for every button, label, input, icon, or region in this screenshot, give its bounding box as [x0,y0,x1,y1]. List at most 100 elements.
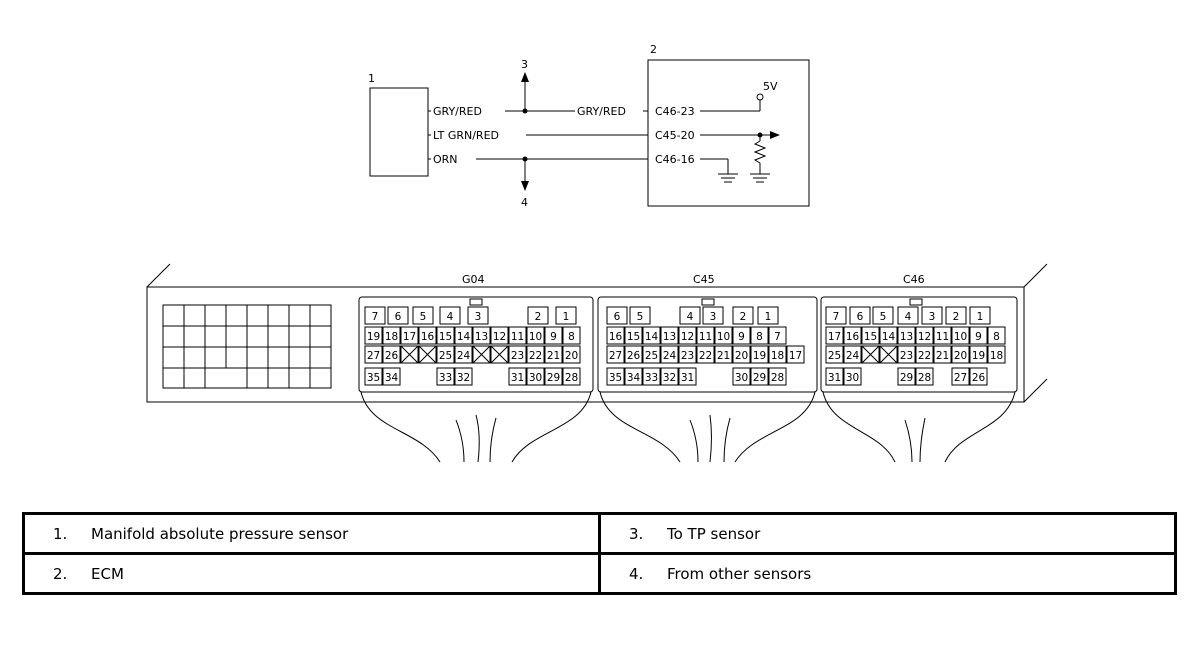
blank-pin-cross [472,345,491,364]
connector-pin-number: 23 [900,350,913,362]
connector-pin-cell [490,326,509,345]
connector-pin-number: 25 [439,350,452,362]
connector-pin-number: 17 [789,350,802,362]
ecm-connector-housing [146,263,1048,463]
connector-pin-cell [825,345,844,364]
connector-pin-number: 14 [645,331,659,343]
connector-pin-number: 2 [953,311,960,323]
connector-pin-cell [951,345,970,364]
legend-text: Manifold absolute pressure sensor [91,524,349,543]
connector-pin-number: 8 [993,331,1000,343]
wire-label-gry-red-right: GRY/RED [577,105,626,118]
connector-pin-cell [382,345,401,364]
connector-pin-number: 4 [687,311,694,323]
connector-pin-cell [768,326,787,345]
connector-pin-cell [544,326,563,345]
connector-pin-cell [757,306,779,325]
connector-pin-cell [382,367,401,386]
connector-pin-cell [382,326,401,345]
connector-pin-cell [526,367,545,386]
connector-pin-number: 29 [753,372,766,384]
connector-pin-cell [696,326,715,345]
connector-pin-number: 24 [663,350,677,362]
connector-pin-cell [825,306,847,325]
connector-pin-cell [387,306,409,325]
connector-pin-number: 28 [771,372,784,384]
connector-pin-number: 30 [529,372,542,384]
connector-pin-cell [750,367,769,386]
connector-pin-cell [364,345,383,364]
ecm-box [647,59,810,207]
connector-pin-cell [606,345,625,364]
connector-pin-cell [678,345,697,364]
connector-pin-number: 21 [547,350,560,362]
connector-pin-cell [825,367,844,386]
connector-pin-cell [768,345,787,364]
connector-pin-cell [436,345,455,364]
connector-pin-cell [969,326,988,345]
legend-text: To TP sensor [667,524,761,543]
connector-pin-number: 22 [699,350,712,362]
connector-pin-number: 35 [367,372,380,384]
connector-pin-cell [436,326,455,345]
connector-pin-cell [897,345,916,364]
connector-pin-number: 33 [439,372,452,384]
connector-pin-cell [660,326,679,345]
connector-pin-cell [642,367,661,386]
connector-pin-number: 34 [385,372,399,384]
connector-pin-cell [678,367,697,386]
wire-label-lt-grn-red: LT GRN/RED [433,129,499,142]
connector-pin-cell [696,345,715,364]
connector-pin-cell [606,306,628,325]
connector-pin-cell [472,326,491,345]
connector-pin-cell [508,326,527,345]
connector-pin-cell [418,326,437,345]
branch-3-number: 3 [521,58,528,71]
connector-pin-number: 5 [637,311,644,323]
connector-pin-number: 27 [954,372,967,384]
blank-pin-cross [490,345,509,364]
connector-pin-number: 8 [756,331,763,343]
wire-label-gry-red-left: GRY/RED [433,105,482,118]
wiring-diagram: 1 2 3 4 GRY/RED GRY/RED LT GRN/RED ORN C… [146,43,1048,463]
connector-pin-number: 25 [645,350,658,362]
legend-item-2: 2.ECM [22,552,601,595]
connector-pin-number: 26 [972,372,986,384]
connector-pin-number: 32 [663,372,676,384]
connector-pin-number: 7 [833,311,840,323]
pin-label-mid: C45-20 [655,129,695,142]
connector-pin-number: 35 [609,372,622,384]
connector-pin-number: 21 [936,350,949,362]
connector-pin-cell [364,367,383,386]
connector-pin-cell [624,345,643,364]
connector-pin-cell [897,326,916,345]
connector-pin-number: 20 [954,350,967,362]
connector-pin-cell [921,306,943,325]
connector-pin-number: 20 [735,350,748,362]
connector-pin-number: 3 [929,311,936,323]
connector-pin-cell [750,326,769,345]
connector-pin-cell [624,326,643,345]
connector-pin-number: 1 [765,311,772,323]
connector-pin-number: 11 [936,331,949,343]
component-2-number: 2 [650,43,657,56]
connector-pin-number: 9 [738,331,745,343]
connector-pin-cell [562,345,581,364]
connector-pin-number: 24 [457,350,471,362]
connector-pin-number: 19 [972,350,985,362]
connector-pin-cell [544,345,563,364]
connector-pin-number: 28 [918,372,931,384]
connector-pin-cell [843,345,862,364]
connector-pin-cell [629,306,651,325]
connector-pin-number: 22 [918,350,931,362]
connector-pin-number: 25 [828,350,841,362]
connector-c45-label: C45 [693,273,715,286]
connector-pin-number: 10 [529,331,542,343]
connector-pin-number: 24 [846,350,860,362]
connector-pin-cell [364,306,386,325]
connector-g04-label: G04 [462,273,485,286]
connector-pin-cell [508,345,527,364]
connector-pin-cell [412,306,434,325]
connector-pin-number: 27 [367,350,380,362]
connector-pin-cell [678,326,697,345]
